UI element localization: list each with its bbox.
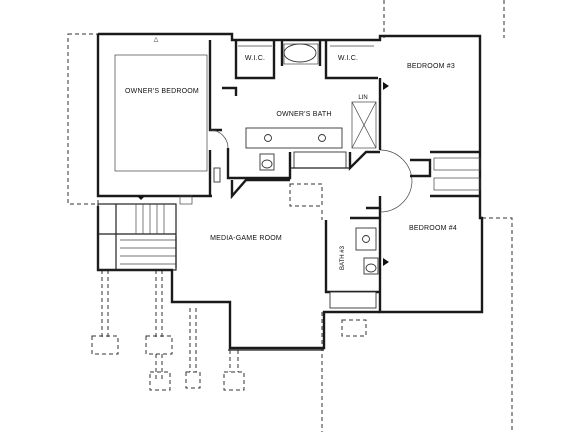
porch-columns bbox=[91, 270, 245, 391]
hallway bbox=[230, 110, 481, 213]
bath-3: BATH #3 bbox=[324, 216, 380, 309]
svg-text:△: △ bbox=[154, 37, 159, 43]
bedroom-3: BEDROOM #3 bbox=[383, 63, 455, 90]
bedroom3-label: BEDROOM #3 bbox=[407, 63, 455, 70]
bedroom-4: BEDROOM #4 bbox=[383, 225, 457, 266]
stairs bbox=[97, 195, 193, 271]
media-game-room: MEDIA-GAME ROOM bbox=[175, 210, 324, 351]
bedroom4-label: BEDROOM #4 bbox=[409, 225, 457, 232]
owners-bath-label: OWNER'S BATH bbox=[276, 111, 331, 118]
media-room-label: MEDIA-GAME ROOM bbox=[210, 235, 282, 242]
owners-bedroom-label: OWNER'S BEDROOM bbox=[125, 88, 199, 95]
linen-label: LIN bbox=[358, 95, 367, 101]
owners-bedroom: △ OWNER'S BEDROOM bbox=[114, 37, 229, 196]
owners-bath: OWNER'S BATH LIN bbox=[222, 78, 382, 180]
wic-right-label: W.I.C. bbox=[338, 55, 358, 62]
owners-suite-closets: W.I.C. W.I.C. bbox=[234, 40, 378, 80]
bath3-label: BATH #3 bbox=[340, 245, 346, 270]
wic-left-label: W.I.C. bbox=[245, 55, 265, 62]
